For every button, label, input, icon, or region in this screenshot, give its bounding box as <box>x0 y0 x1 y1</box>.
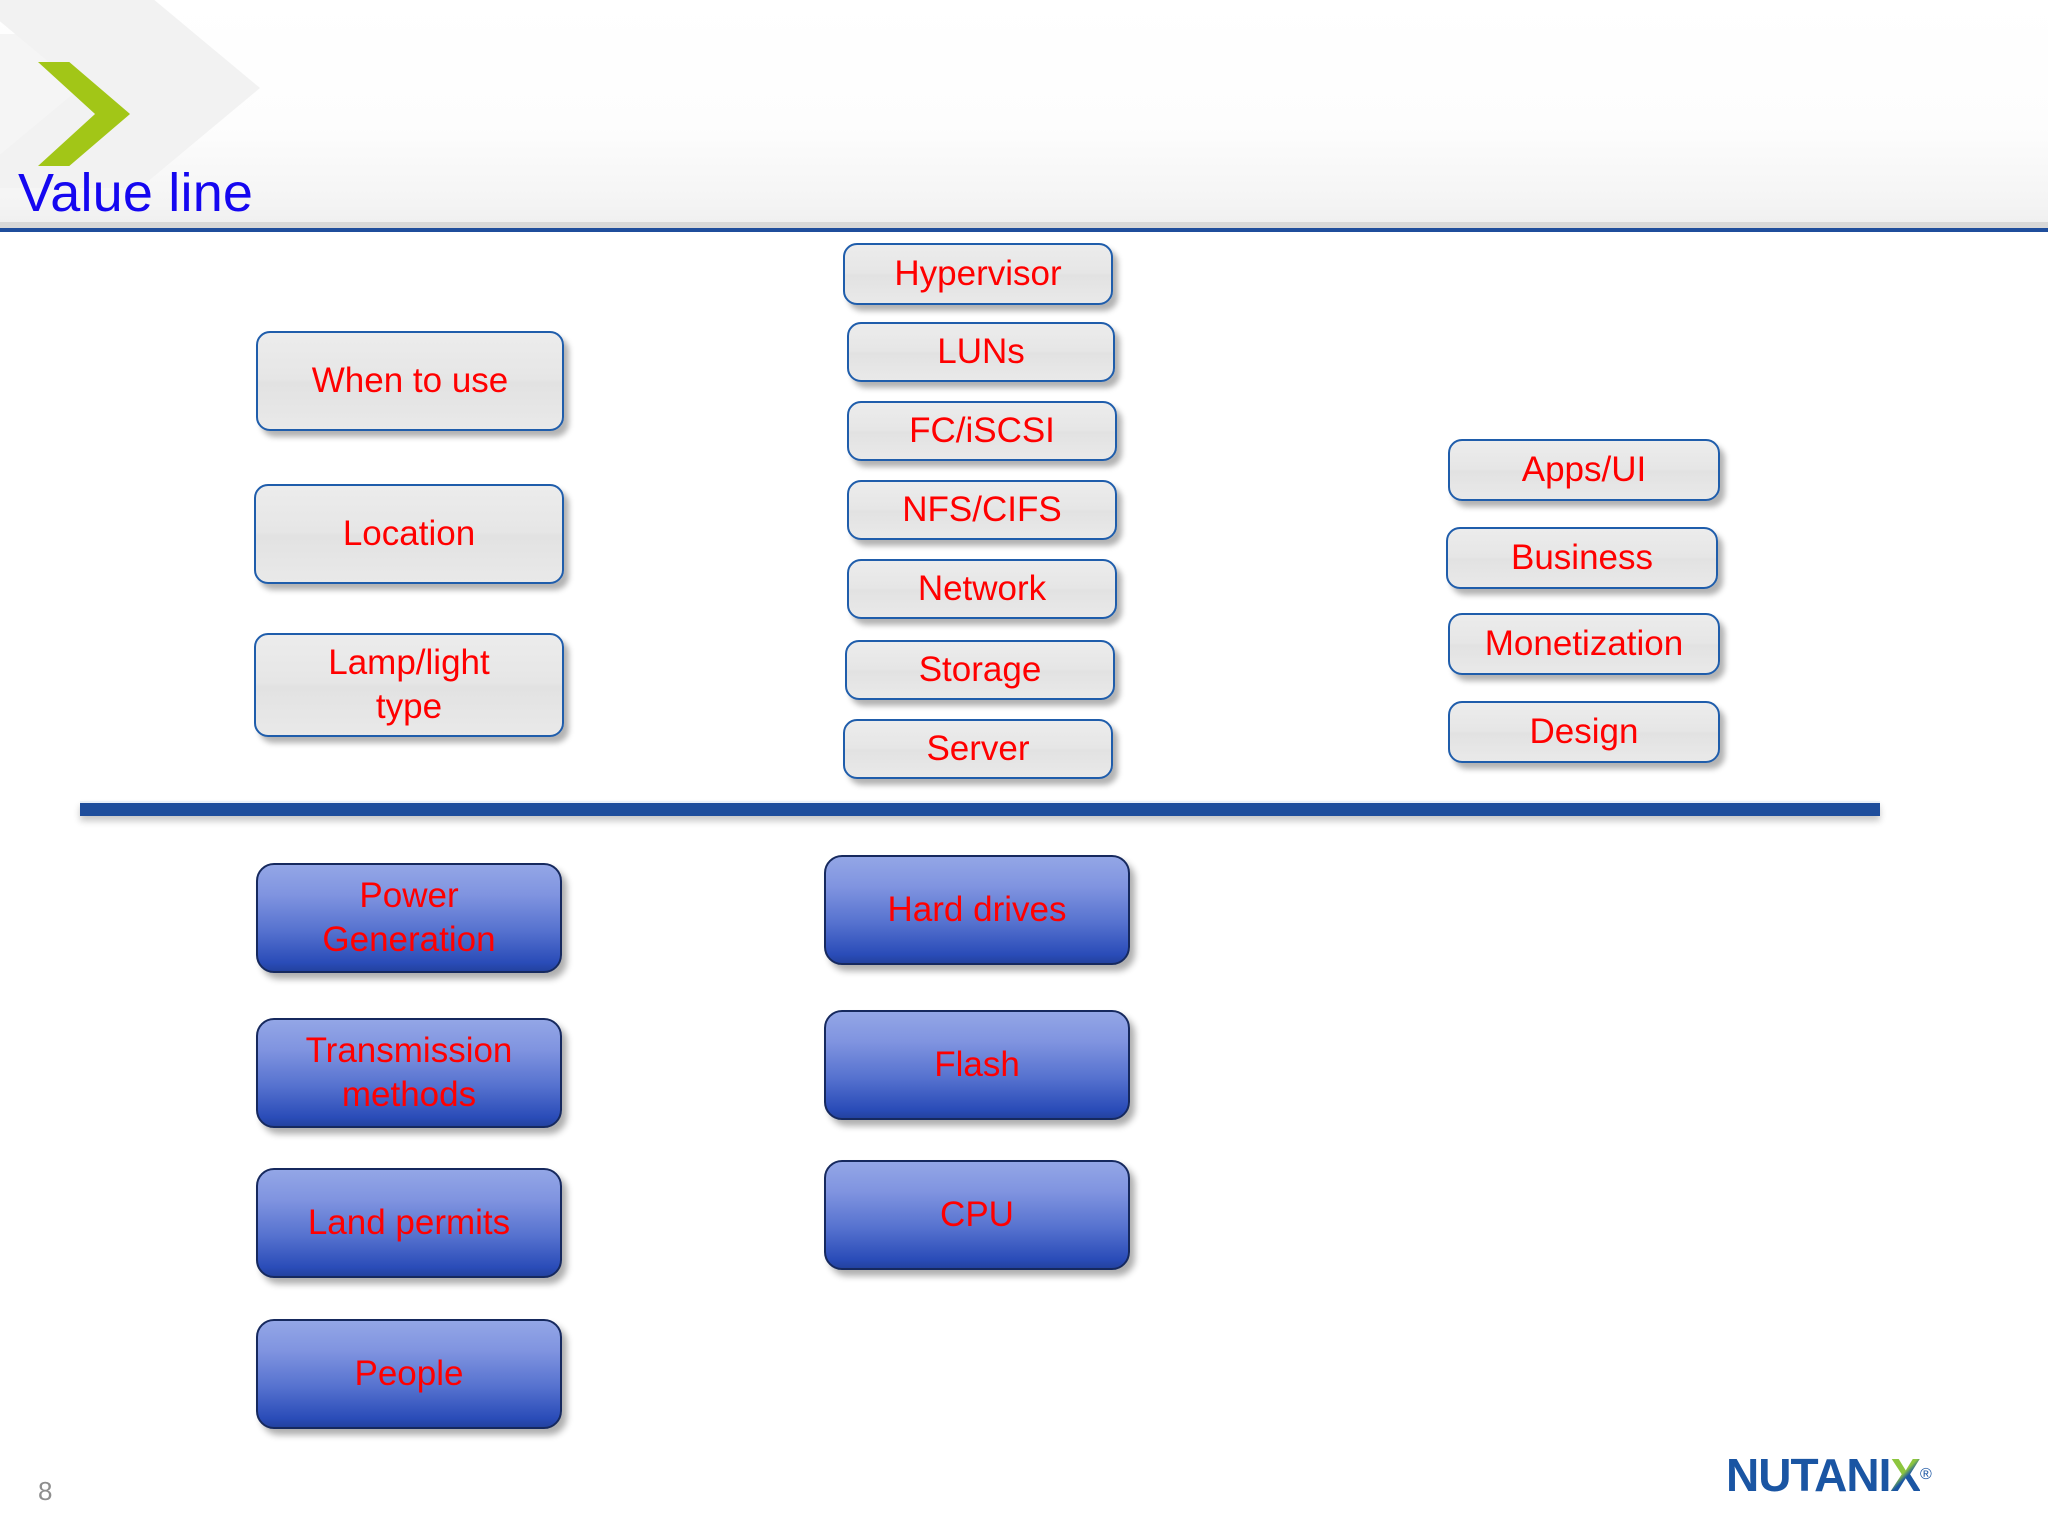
box-storage[interactable]: Storage <box>845 640 1115 700</box>
page-title: Value line <box>18 163 254 223</box>
box-label: Network <box>917 569 1047 608</box>
box-label: Storage <box>918 650 1042 689</box>
box-label: Power Generation <box>322 876 496 959</box>
box-luns[interactable]: LUNs <box>847 322 1115 382</box>
box-when-to-use[interactable]: When to use <box>256 331 564 431</box>
logo-x-glyph: X <box>1890 1449 1921 1501</box>
box-label: Hard drives <box>887 890 1067 929</box>
box-people[interactable]: People <box>256 1319 562 1429</box>
box-network[interactable]: Network <box>847 559 1117 619</box>
slide-body: When to use Location Lamp/light type Hyp… <box>0 235 2048 1536</box>
box-design[interactable]: Design <box>1448 701 1720 763</box>
box-land-permits[interactable]: Land permits <box>256 1168 562 1278</box>
header-divider-grey <box>0 222 2048 228</box>
box-nfs-cifs[interactable]: NFS/CIFS <box>847 480 1117 540</box>
box-business[interactable]: Business <box>1446 527 1718 589</box>
box-label: LUNs <box>937 332 1025 371</box>
box-hard-drives[interactable]: Hard drives <box>824 855 1130 965</box>
box-label: People <box>354 1354 464 1393</box>
logo-registered-mark: ® <box>1920 1466 1932 1483</box>
box-label: Land permits <box>307 1203 511 1242</box>
box-power-generation[interactable]: Power Generation <box>256 863 562 973</box>
logo-wordmark: NUTANI <box>1726 1449 1891 1501</box>
section-divider <box>80 801 1880 816</box>
box-label: Server <box>926 729 1030 768</box>
box-apps-ui[interactable]: Apps/UI <box>1448 439 1720 501</box>
box-transmission-methods[interactable]: Transmission methods <box>256 1018 562 1128</box>
box-fc-iscsi[interactable]: FC/iSCSI <box>847 401 1117 461</box>
box-label: Transmission methods <box>305 1031 513 1114</box>
box-cpu[interactable]: CPU <box>824 1160 1130 1270</box>
box-label: CPU <box>940 1195 1014 1234</box>
box-label: When to use <box>311 361 509 400</box>
box-flash[interactable]: Flash <box>824 1010 1130 1120</box>
box-label: Business <box>1510 538 1654 577</box>
box-label: Location <box>342 514 476 553</box>
box-hypervisor[interactable]: Hypervisor <box>843 243 1113 305</box>
page-number: 8 <box>38 1476 53 1506</box>
box-label: Monetization <box>1484 624 1684 663</box>
box-label: Design <box>1529 712 1639 751</box>
box-label: Lamp/light type <box>328 643 490 726</box>
nutanix-logo: NUTANI X ® <box>1726 1448 2006 1502</box>
box-server[interactable]: Server <box>843 719 1113 779</box>
box-label: Flash <box>934 1045 1020 1084</box>
header-divider-blue <box>0 228 2048 232</box>
box-lamp-light-type[interactable]: Lamp/light type <box>254 633 564 737</box>
slide-header: Value line <box>0 0 2048 232</box>
box-monetization[interactable]: Monetization <box>1448 613 1720 675</box>
box-label: Apps/UI <box>1521 450 1647 489</box>
box-label: Hypervisor <box>894 254 1062 293</box>
box-label: FC/iSCSI <box>909 411 1055 450</box>
box-location[interactable]: Location <box>254 484 564 584</box>
box-label: NFS/CIFS <box>902 490 1062 529</box>
